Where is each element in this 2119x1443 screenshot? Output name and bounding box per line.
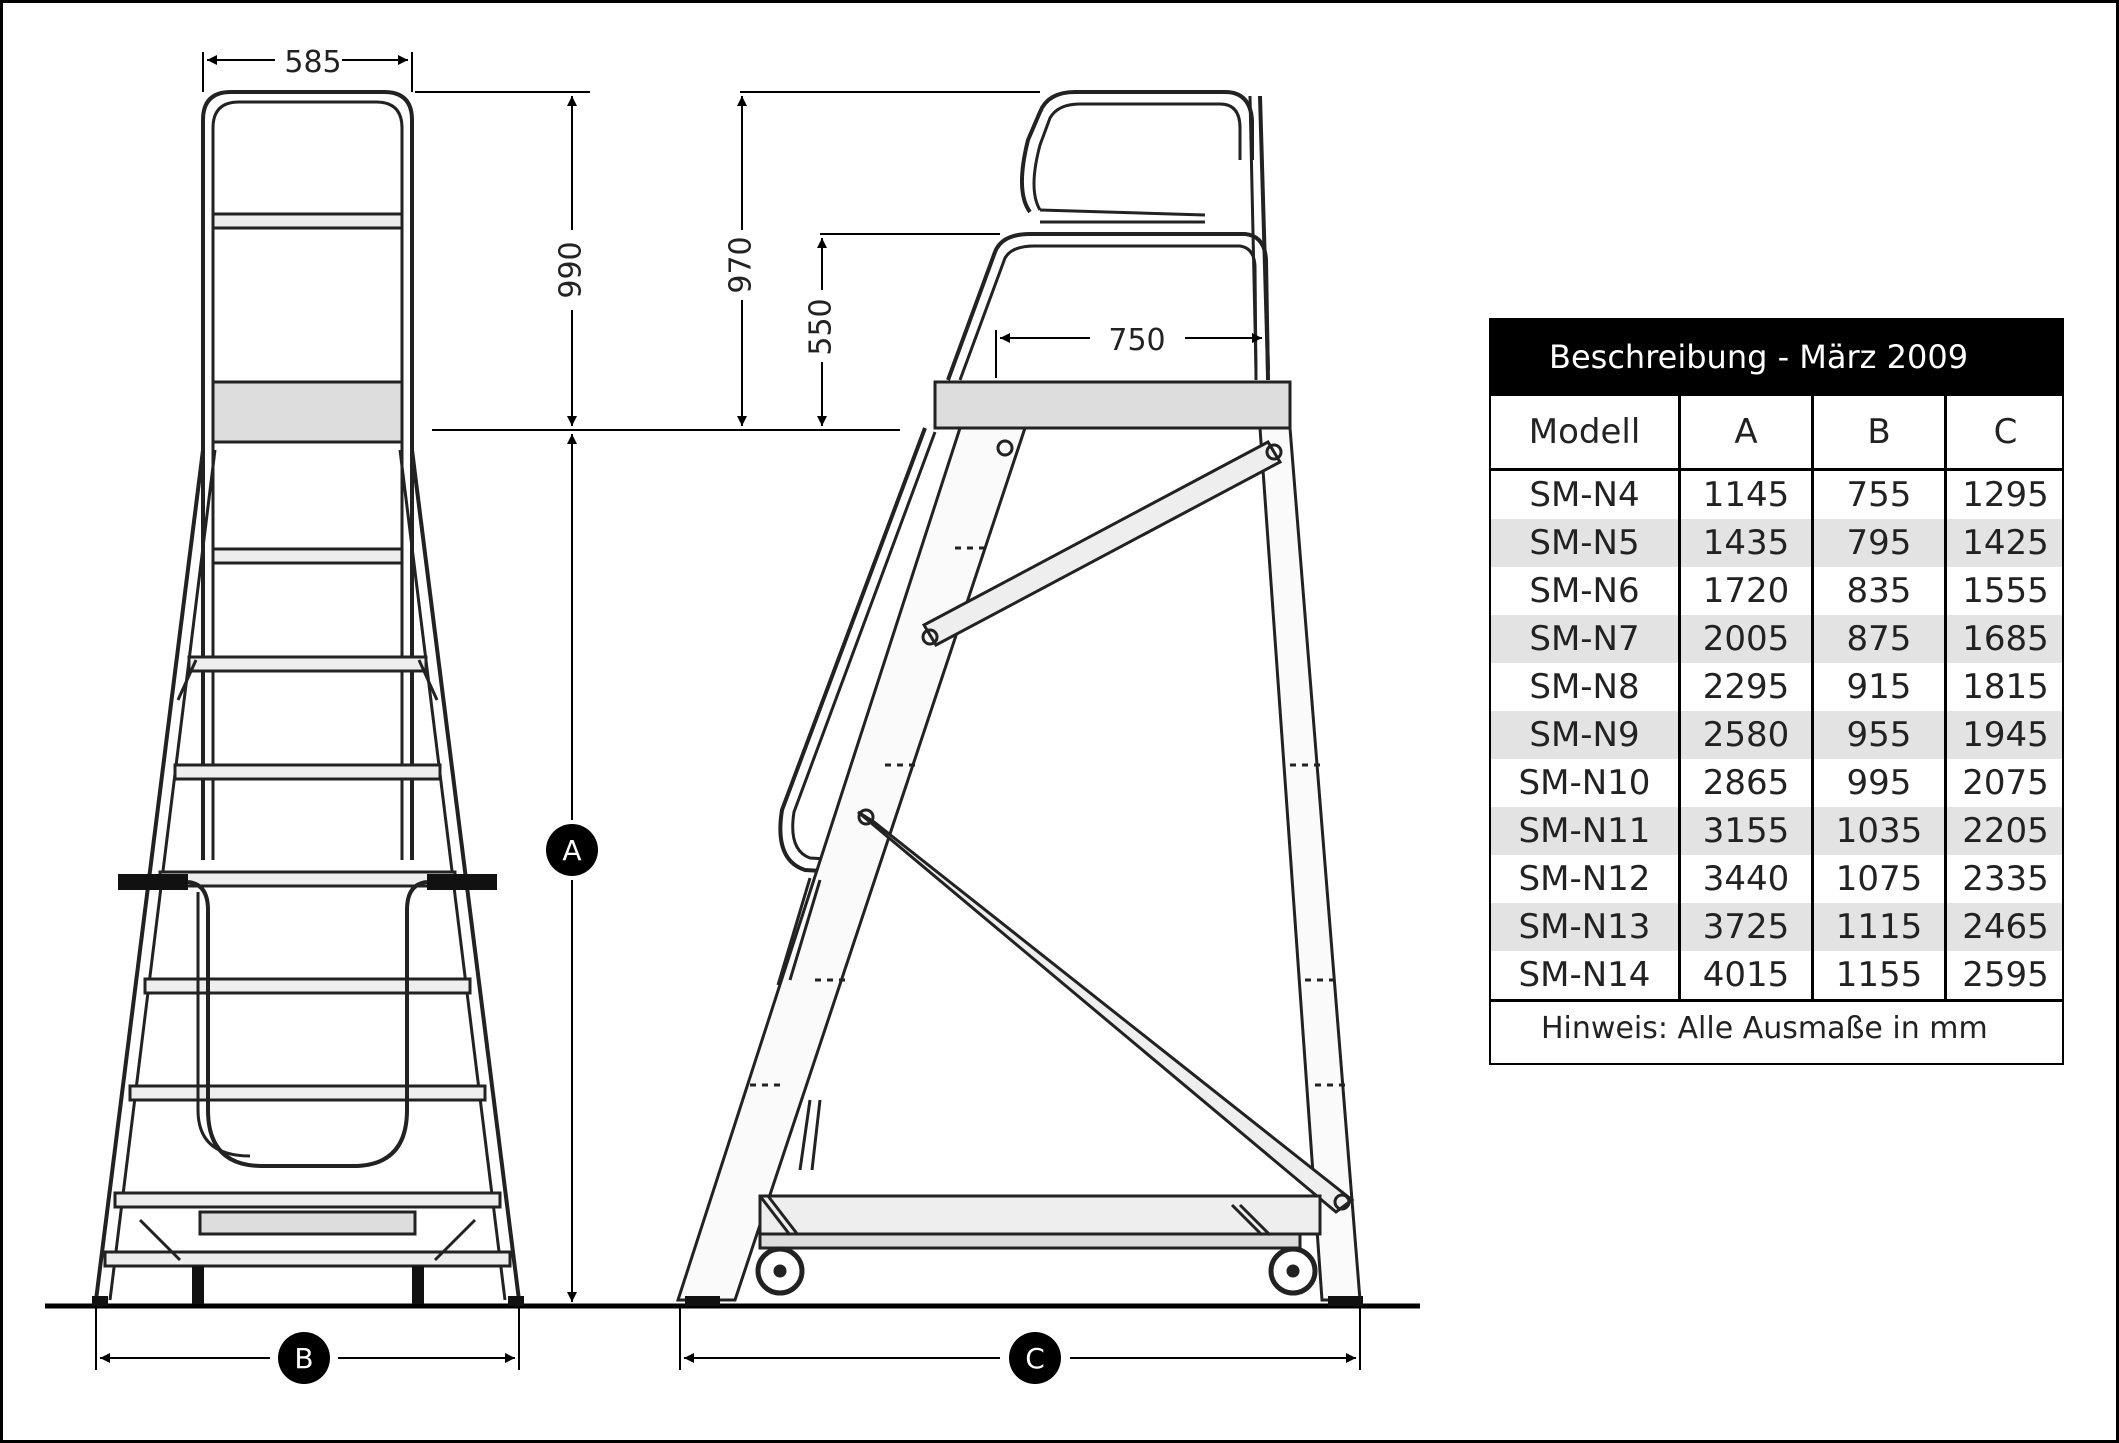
c-cell: 1945 — [1945, 711, 2064, 759]
b-cell: 915 — [1812, 663, 1947, 711]
model-cell: SM-N13 — [1491, 903, 1681, 951]
side-dimensions — [679, 91, 1361, 1370]
a-cell: 1720 — [1679, 567, 1814, 615]
col-header-a: A — [1679, 396, 1814, 471]
b-cell: 875 — [1812, 615, 1947, 663]
c-cell: 2465 — [1945, 903, 2064, 951]
front-view — [92, 90, 524, 1306]
model-cell: SM-N11 — [1491, 807, 1681, 855]
b-cell: 1115 — [1812, 903, 1947, 951]
spec-table: Beschreibung - März 2009 Modell A B C SM… — [1491, 318, 2064, 1054]
c-cell: 1685 — [1945, 615, 2064, 663]
model-cell: SM-N14 — [1491, 951, 1681, 1001]
a-cell: 4015 — [1679, 951, 1814, 1001]
table-title: Beschreibung - März 2009 — [1491, 318, 2064, 396]
a-cell: 1145 — [1679, 469, 1814, 519]
c-cell: 2075 — [1962, 763, 2049, 803]
dim-550-label: 550 — [804, 298, 839, 355]
b-cell: 755 — [1812, 469, 1947, 519]
model-cell: SM-N8 — [1491, 663, 1681, 711]
b-cell: 835 — [1812, 567, 1947, 615]
b-cell: 1035 — [1812, 807, 1947, 855]
b-cell: 955 — [1812, 711, 1947, 759]
a-cell: 2865 — [1679, 759, 1814, 807]
a-cell: 1435 — [1679, 519, 1814, 567]
dim-c-badge — [1009, 1332, 1061, 1384]
model-cell: SM-N6 — [1491, 567, 1681, 615]
a-cell: 2580 — [1679, 711, 1814, 759]
b-cell: 1155 — [1812, 951, 1947, 1001]
b-cell: 995 — [1812, 759, 1947, 807]
model-cell: SM-N4 — [1491, 469, 1681, 519]
c-cell: 2205 — [1945, 807, 2064, 855]
a-cell: 3155 — [1679, 807, 1814, 855]
model-cell: SM-N5 — [1491, 519, 1681, 567]
b-cell: 795 — [1812, 519, 1947, 567]
a-cell: 2295 — [1679, 663, 1814, 711]
c-cell: 1295 — [1962, 475, 2049, 515]
col-header-b: B — [1812, 396, 1947, 471]
a-cell: 3440 — [1679, 855, 1814, 903]
a-cell: 3725 — [1679, 903, 1814, 951]
table-note: Hinweis: Alle Ausmaße in mm — [1491, 999, 2064, 1054]
dim-b-label: B — [294, 1342, 313, 1375]
c-cell: 2595 — [1962, 955, 2049, 995]
model-cell: SM-N7 — [1491, 615, 1681, 663]
c-cell: 1425 — [1945, 519, 2064, 567]
col-header-modell: Modell — [1491, 396, 1681, 471]
dim-970-label: 970 — [724, 236, 759, 293]
dim-585-label: 585 — [284, 45, 341, 80]
dim-a-label: A — [562, 834, 581, 867]
dim-750-label: 750 — [1108, 323, 1165, 358]
c-cell: 1815 — [1962, 667, 2049, 707]
model-cell: SM-N10 — [1491, 759, 1681, 807]
a-cell: 2005 — [1679, 615, 1814, 663]
c-cell: 2335 — [1962, 859, 2049, 899]
model-cell: SM-N12 — [1491, 855, 1681, 903]
c-cell: 1555 — [1962, 571, 2049, 611]
model-cell: SM-N9 — [1491, 711, 1681, 759]
dim-a-badge — [546, 824, 598, 876]
front-dimensions — [95, 52, 900, 1370]
b-cell: 1075 — [1812, 855, 1947, 903]
dim-990-label: 990 — [554, 241, 589, 298]
side-view — [675, 90, 1363, 1306]
dim-c-label: C — [1025, 1342, 1045, 1375]
col-header-c: C — [1945, 396, 2064, 471]
dim-b-badge — [278, 1332, 330, 1384]
